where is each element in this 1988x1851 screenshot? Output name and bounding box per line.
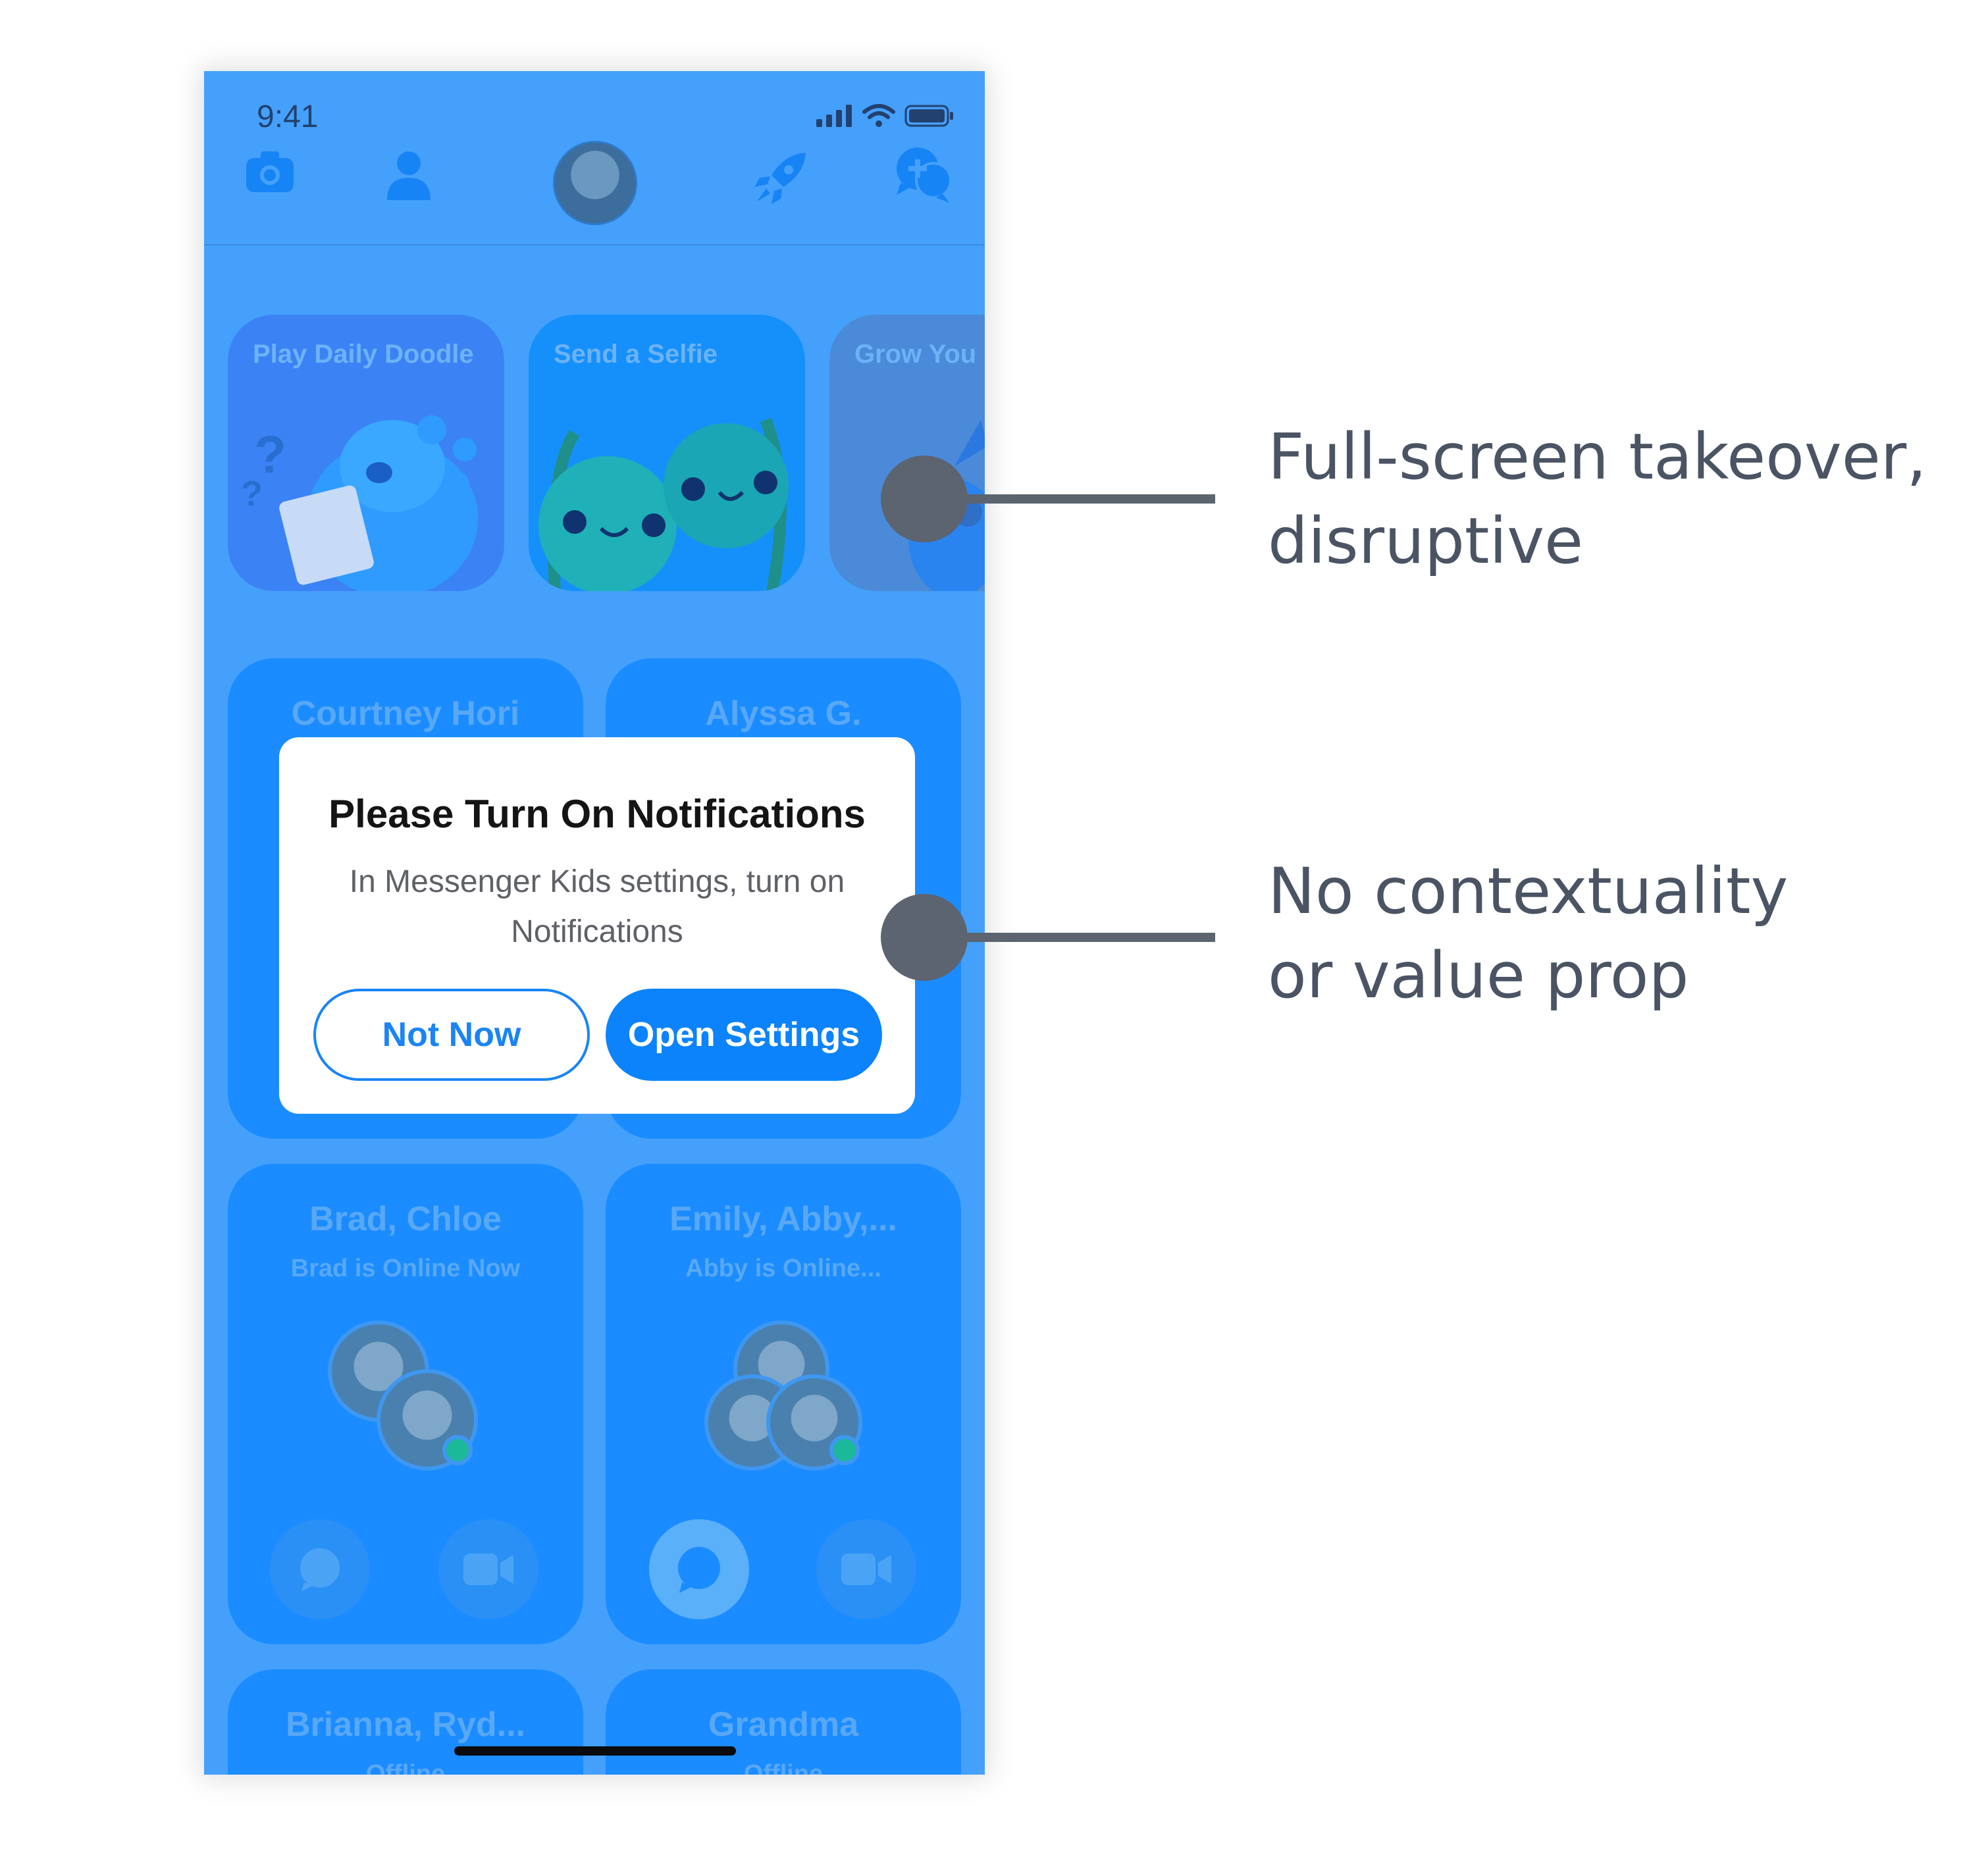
contact-name: Alyssa G. — [705, 694, 862, 733]
camera-icon[interactable] — [244, 149, 296, 195]
annotation-line: Full-screen takeover, — [1268, 420, 1927, 494]
feature-card-title: Play Daily Doodle — [253, 340, 474, 369]
contact-name: Brianna, Ryd... — [285, 1706, 526, 1744]
callout-line-bottom — [924, 933, 1215, 942]
annotation-line: No contextuality — [1268, 854, 1789, 928]
chat-bubble-icon — [678, 1547, 720, 1593]
topbar-divider — [204, 244, 985, 246]
open-settings-button[interactable]: Open Settings — [606, 989, 882, 1081]
status-icons — [816, 104, 955, 128]
video-call-button[interactable] — [816, 1519, 916, 1619]
not-now-button[interactable]: Not Now — [313, 989, 590, 1081]
message-button[interactable] — [270, 1519, 370, 1619]
rocket-icon[interactable] — [752, 149, 811, 208]
signal-icon — [816, 105, 852, 127]
contact-status: Brad is Online Now — [290, 1255, 521, 1282]
contact-status: Offline — [743, 1760, 824, 1775]
dialog-body: In Messenger Kids settings, turn on Noti… — [349, 864, 845, 949]
feature-card-grow[interactable]: Grow You — [829, 315, 985, 591]
chat-bubble-icon — [300, 1548, 340, 1592]
feature-card-daily-doodle[interactable]: Play Daily Doodle ? ? — [228, 315, 504, 591]
online-indicator — [829, 1435, 860, 1465]
annotation-line: or value prop — [1268, 939, 1689, 1012]
message-button[interactable] — [649, 1519, 749, 1619]
contact-status: Offline — [365, 1760, 446, 1775]
svg-text:?: ? — [254, 425, 286, 484]
video-camera-icon — [841, 1553, 891, 1585]
contact-card-emily-abby[interactable]: Emily, Abby,... Abby is Online... — [606, 1164, 961, 1644]
feature-card-title: Send a Selfie — [554, 340, 718, 369]
contact-card-brianna[interactable]: Brianna, Ryd... Offline — [228, 1669, 583, 1775]
annotation-line: disruptive — [1268, 504, 1584, 578]
contact-name: Grandma — [708, 1706, 859, 1744]
callout-line-top — [924, 494, 1215, 504]
axolotl-illustration: ? ? — [241, 415, 478, 591]
status-time: 9:41 — [257, 99, 319, 134]
notification-permission-dialog: Please Turn On Notifications In Messenge… — [279, 737, 915, 1114]
contact-name: Emily, Abby,... — [669, 1200, 897, 1238]
contact-card-grandma[interactable]: Grandma Offline — [606, 1669, 961, 1775]
annotation-bottom: No contextuality or value prop — [1268, 849, 1788, 1018]
wifi-icon — [862, 104, 895, 127]
svg-text:?: ? — [241, 474, 263, 513]
video-camera-icon — [463, 1553, 513, 1585]
contact-status: Abby is Online... — [685, 1255, 881, 1282]
dialog-title: Please Turn On Notifications — [328, 792, 866, 836]
profile-avatar[interactable] — [553, 141, 637, 225]
new-chat-icon[interactable] — [893, 145, 953, 204]
person-icon[interactable] — [386, 149, 432, 201]
contact-name: Courtney Hori — [291, 694, 520, 733]
annotation-top: Full-screen takeover, disruptive — [1268, 415, 1927, 583]
contact-card-brad-chloe[interactable]: Brad, Chloe Brad is Online Now — [228, 1164, 583, 1644]
battery-icon — [904, 105, 953, 127]
feature-card-title: Grow You — [854, 340, 977, 369]
grow-illustration — [908, 420, 985, 591]
home-indicator — [454, 1746, 736, 1756]
video-call-button[interactable] — [438, 1519, 538, 1619]
contact-name: Brad, Chloe — [309, 1200, 502, 1238]
feature-card-send-selfie[interactable]: Send a Selfie — [529, 315, 805, 591]
selfie-illustration — [538, 417, 789, 591]
online-indicator — [442, 1435, 473, 1465]
